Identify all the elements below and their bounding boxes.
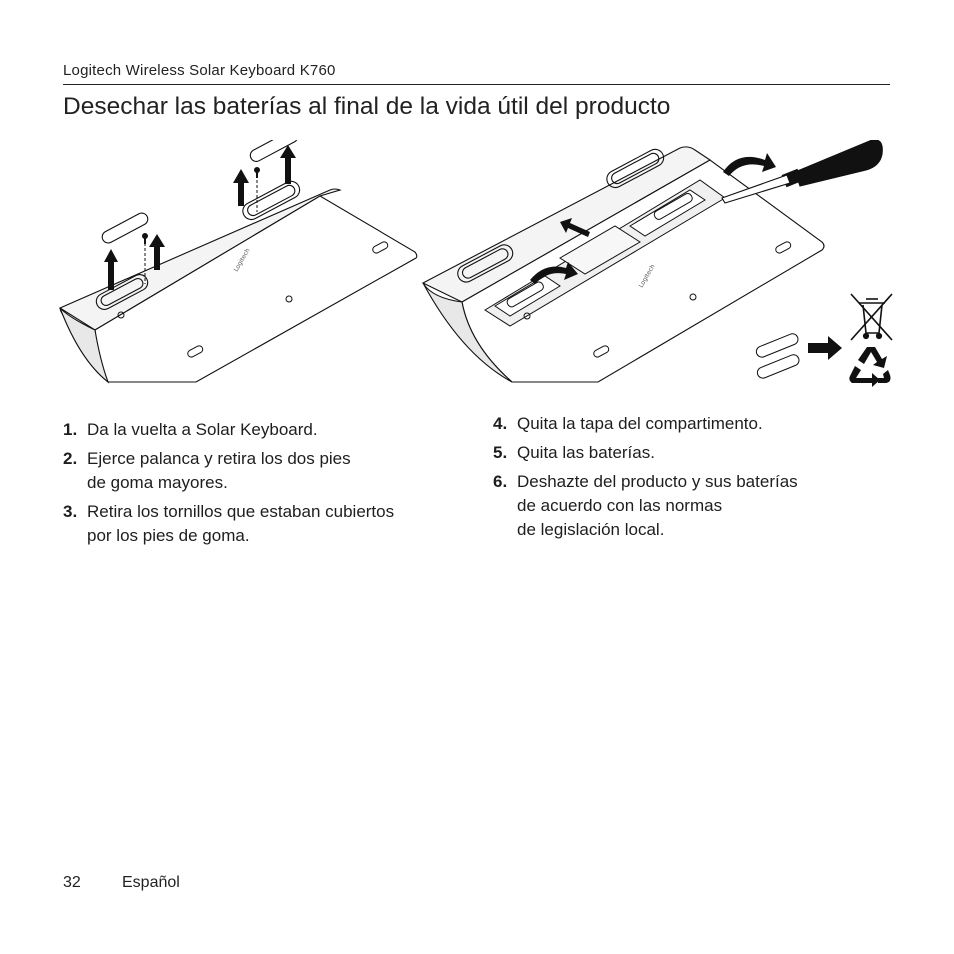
footer-language: Español (122, 874, 180, 891)
step-number: 2. (63, 449, 78, 468)
disposal-illustration: Logitech Logi (58, 140, 893, 387)
list-item: 5. Quita las baterías. (493, 441, 873, 465)
step-number: 5. (493, 443, 508, 462)
list-item: 1. Da la vuelta a Solar Keyboard. (63, 418, 463, 442)
step-text: Quita la tapa del compartimento. (517, 414, 763, 433)
dispose-arrow-icon (808, 336, 842, 360)
step-text: Ejerce palanca y retira los dos pies de … (87, 449, 351, 492)
step-text: Deshazte del producto y sus baterías de … (517, 472, 798, 539)
screw-guide-lines (144, 175, 258, 284)
screwdriver-icon (721, 140, 883, 204)
rubber-foot-removed (101, 140, 299, 244)
keyboard-underside-left (58, 188, 418, 384)
page-number: 32 (63, 874, 81, 891)
step-list-left: 1. Da la vuelta a Solar Keyboard. 2. Eje… (63, 418, 463, 553)
list-item: 3. Retira los tornillos que estaban cubi… (63, 500, 463, 548)
list-item: 6. Deshazte del producto y sus baterías … (493, 470, 873, 542)
list-item: 4. Quita la tapa del compartimento. (493, 412, 873, 436)
step-number: 3. (63, 502, 78, 521)
rubber-foot-slot-right (457, 148, 665, 283)
step-list-right: 4. Quita la tapa del compartimento. 5. Q… (493, 412, 873, 547)
step-text: Quita las baterías. (517, 443, 655, 462)
list-item: 2. Ejerce palanca y retira los dos pies … (63, 447, 463, 495)
page-title: Desechar las baterías al final de la vid… (63, 93, 671, 120)
step-number: 1. (63, 420, 78, 439)
curved-arrow-icon (530, 153, 776, 284)
rubber-foot-slot-left (95, 180, 301, 310)
step-text: Da la vuelta a Solar Keyboard. (87, 420, 318, 439)
lift-arrow-icon (104, 145, 296, 290)
screw-icon (142, 167, 260, 244)
compartment-cover (559, 225, 641, 275)
keyboard-feature-marks-right (523, 241, 792, 358)
recycle-icon (849, 347, 891, 387)
loose-batteries-icon (755, 333, 800, 379)
battery-in-compartment (506, 193, 693, 308)
step-number: 4. (493, 414, 508, 433)
step-number: 6. (493, 472, 508, 491)
keyboard-feature-marks-left (117, 241, 389, 358)
crossed-bin-icon (850, 293, 893, 341)
header-product-name: Logitech Wireless Solar Keyboard K760 (63, 62, 336, 79)
slide-arrow-icon (560, 218, 590, 237)
header-rule (63, 84, 890, 85)
step-text: Retira los tornillos que estaban cubiert… (87, 502, 395, 545)
